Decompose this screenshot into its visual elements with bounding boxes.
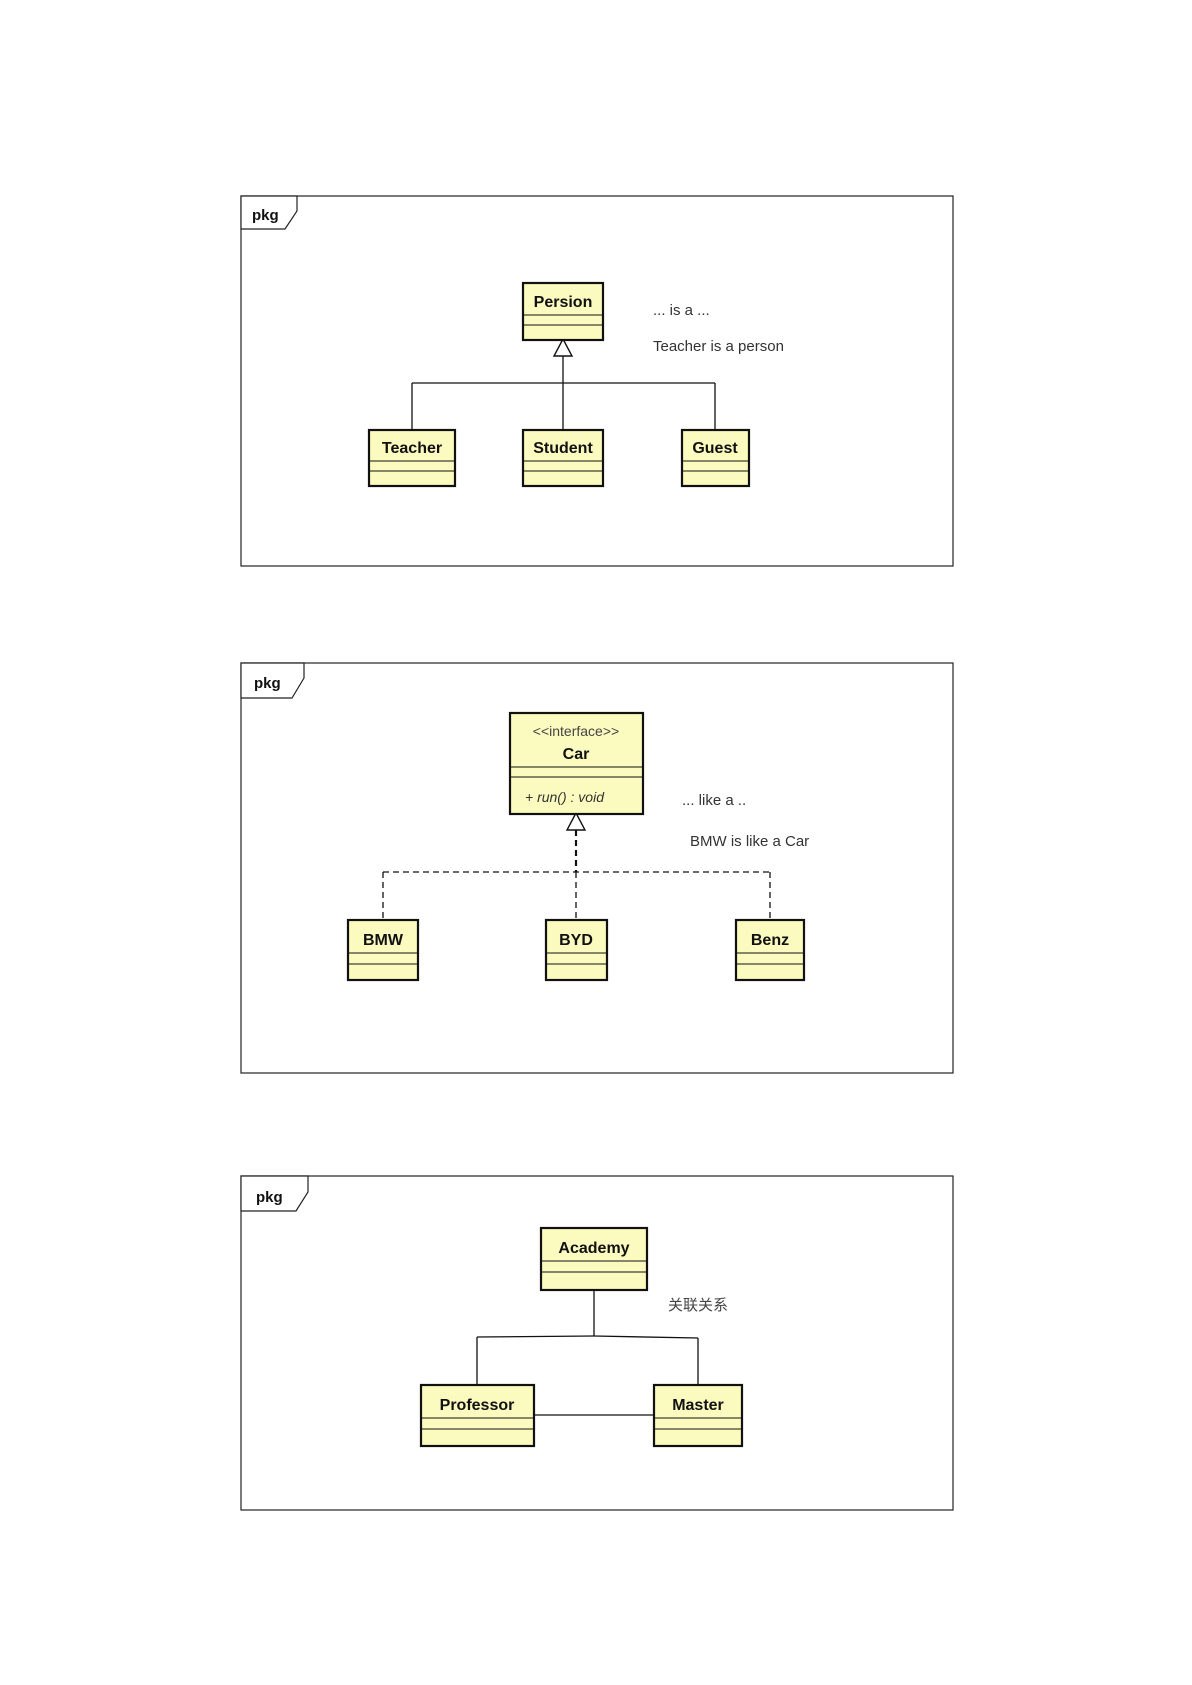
class-teacher[interactable]: Teacher — [369, 430, 455, 486]
diagram-association: pkg Academy Professor — [241, 1176, 953, 1510]
class-name: Student — [533, 440, 593, 457]
class-name: Persion — [534, 294, 593, 311]
interface-operation: + run() : void — [525, 789, 605, 805]
diagram-realization: pkg <<interface>> Car + run() : void BMW — [241, 663, 953, 1073]
class-name: Academy — [558, 1240, 629, 1257]
class-name: BYD — [559, 932, 593, 949]
package-label: pkg — [252, 207, 279, 224]
class-academy[interactable]: Academy — [541, 1228, 647, 1290]
class-persion[interactable]: Persion — [523, 283, 603, 340]
note-teacher-is-a-person: Teacher is a person — [653, 338, 784, 355]
class-student[interactable]: Student — [523, 430, 603, 486]
note-like-a: ... like a .. — [682, 792, 746, 809]
note-bmw-is-like-a-car: BMW is like a Car — [690, 833, 809, 850]
package-label: pkg — [254, 675, 281, 692]
class-guest[interactable]: Guest — [682, 430, 749, 486]
class-name: Professor — [440, 1397, 515, 1414]
package-frame — [241, 1176, 953, 1510]
class-benz[interactable]: Benz — [736, 920, 804, 980]
interface-stereotype: <<interface>> — [533, 723, 619, 739]
note-is-a: ... is a ... — [653, 302, 710, 319]
class-name: BMW — [363, 932, 404, 949]
note-association: 关联关系 — [668, 1296, 728, 1314]
class-master[interactable]: Master — [654, 1385, 742, 1446]
class-byd[interactable]: BYD — [546, 920, 607, 980]
interface-name: Car — [563, 746, 590, 763]
class-name: Benz — [751, 932, 789, 949]
class-name: Teacher — [382, 440, 442, 457]
diagram-generalization: pkg Persion Teacher — [241, 196, 953, 566]
class-name: Guest — [692, 440, 738, 457]
class-professor[interactable]: Professor — [421, 1385, 534, 1446]
package-frame — [241, 196, 953, 566]
class-bmw[interactable]: BMW — [348, 920, 418, 980]
class-name: Master — [672, 1397, 724, 1414]
package-label: pkg — [256, 1189, 283, 1206]
interface-car[interactable]: <<interface>> Car + run() : void — [510, 713, 643, 814]
